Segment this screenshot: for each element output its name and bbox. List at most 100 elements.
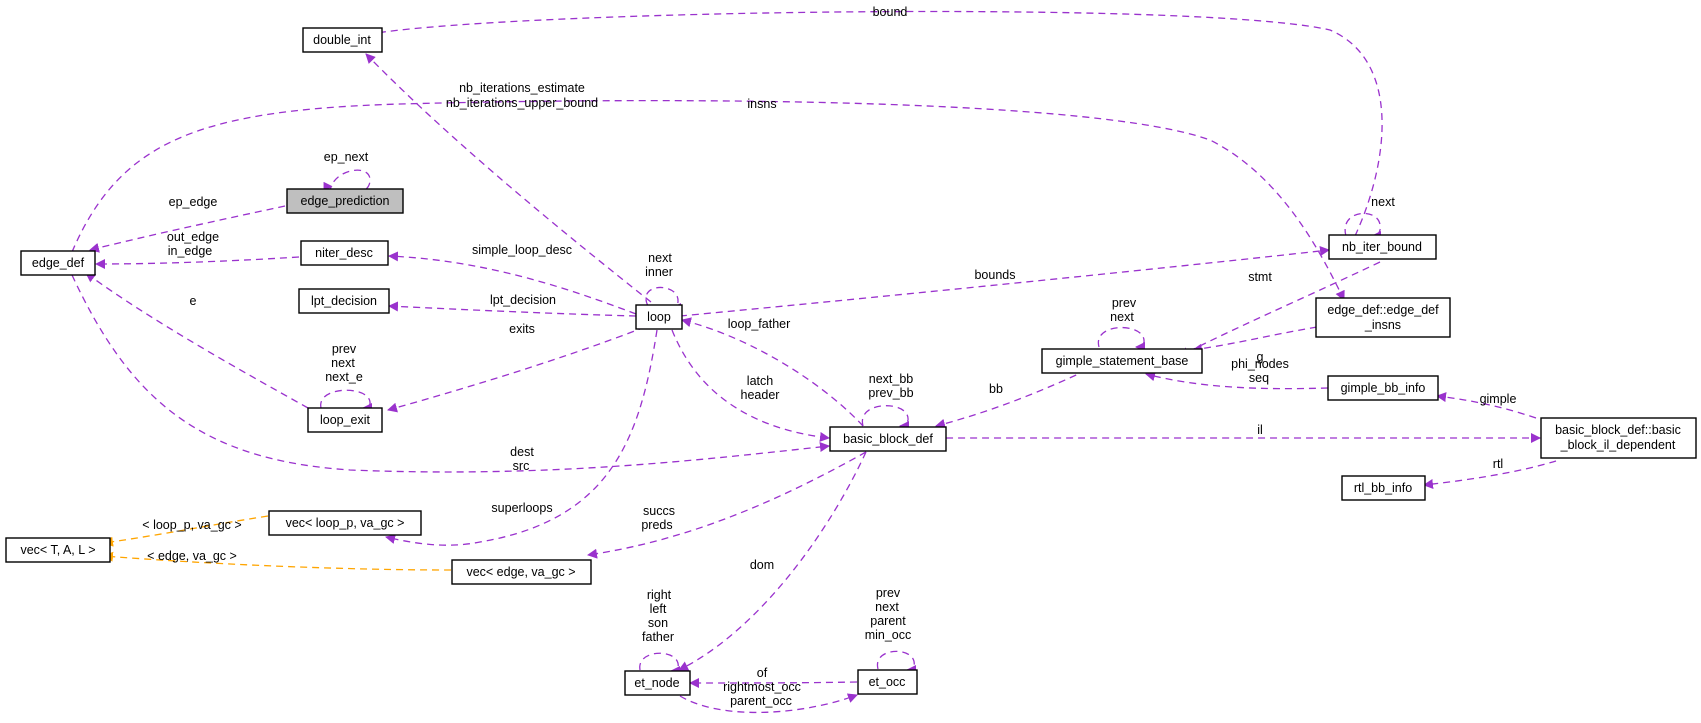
node-edge-def-insns[interactable]: edge_def::edge_def _insns (1315, 297, 1451, 338)
edge-bounds (679, 246, 1330, 317)
label-gsb-prev: prev (1112, 296, 1137, 310)
label-stmt: stmt (1248, 270, 1272, 284)
edge-dom (678, 451, 867, 671)
label-occ-prev: prev (876, 586, 901, 600)
node-vec-edge[interactable]: vec< edge, va_gc > (451, 559, 592, 585)
label-prev-bb: prev_bb (868, 386, 913, 400)
edge-loop-father (681, 317, 864, 427)
node-gimple-statement-base[interactable]: gimple_statement_base (1041, 348, 1203, 374)
edge-nb-iterations (365, 53, 652, 303)
edge-g (1192, 326, 1318, 354)
node-edge-def-insns-label-2: _insns (1364, 318, 1401, 332)
edge-stmt (1179, 261, 1381, 357)
edge-rtl (1423, 460, 1557, 489)
node-loop[interactable]: loop (635, 304, 683, 330)
node-edge-def-label: edge_def (32, 256, 85, 270)
label-e: e (190, 294, 197, 308)
label-bounds: bounds (974, 268, 1015, 282)
label-nb-iterations-upper-bound: nb_iterations_upper_bound (446, 96, 598, 110)
node-vec-loop-p-label: vec< loop_p, va_gc > (286, 516, 405, 530)
node-loop-exit[interactable]: loop_exit (307, 407, 383, 433)
label-dom: dom (750, 558, 774, 572)
label-loop-father: loop_father (728, 317, 791, 331)
node-rtl-bb-info-label: rtl_bb_info (1354, 481, 1412, 495)
edge-nb-iter-self (1344, 212, 1382, 241)
node-niter-desc-label: niter_desc (315, 246, 373, 260)
edge-out-in-edge (95, 256, 300, 269)
label-ep-edge: ep_edge (169, 195, 218, 209)
node-nb-iter-bound[interactable]: nb_iter_bound (1328, 234, 1437, 260)
label-header: header (741, 388, 780, 402)
edge-bb (935, 369, 1088, 429)
label-next-bb: next_bb (869, 372, 914, 386)
label-g: g (1257, 350, 1264, 364)
node-edge-def[interactable]: edge_def (20, 250, 96, 276)
node-bb-il-dependent[interactable]: basic_block_def::basic _block_il_depende… (1540, 417, 1697, 459)
node-vec-loop-p[interactable]: vec< loop_p, va_gc > (268, 510, 422, 536)
label-lpt-decision: lpt_decision (490, 293, 556, 307)
node-niter-desc[interactable]: niter_desc (300, 240, 389, 266)
edge-t-edge (103, 551, 452, 571)
edge-bound (363, 10, 1383, 237)
label-latch: latch (747, 374, 773, 388)
node-vec-t-a-l[interactable]: vec< T, A, L > (5, 537, 111, 563)
edge-bb-self (861, 405, 910, 431)
label-simple-loop-desc: simple_loop_desc (472, 243, 572, 257)
node-rtl-bb-info[interactable]: rtl_bb_info (1341, 475, 1426, 501)
edge-lpt-decision (388, 301, 637, 317)
node-et-node[interactable]: et_node (624, 670, 691, 696)
nodes: double_int edge_prediction edge_def nite… (5, 27, 1697, 696)
label-gimple: gimple (1480, 392, 1517, 406)
node-vec-edge-label: vec< edge, va_gc > (466, 565, 575, 579)
edge-phi-seq (1145, 371, 1329, 390)
edge-dest-src (71, 274, 830, 473)
label-succs: succs (643, 504, 675, 518)
label-bound-next: next (1371, 195, 1395, 209)
edge-succs-preds (587, 451, 867, 559)
label-occ-min-occ: min_occ (865, 628, 912, 642)
node-edge-prediction[interactable]: edge_prediction (286, 188, 404, 214)
label-ep-next: ep_next (324, 150, 369, 164)
label-il: il (1257, 423, 1263, 437)
edges (71, 10, 1557, 714)
label-in-edge: in_edge (168, 244, 213, 258)
label-gsb-next: next (1110, 310, 1134, 324)
edge-e (85, 272, 309, 409)
label-et-right: right (647, 588, 672, 602)
label-of: of (757, 666, 768, 680)
edge-gsb-self (1097, 326, 1146, 352)
edge-superloops (385, 329, 658, 546)
edge-occ-self (877, 650, 917, 675)
node-loop-label: loop (647, 310, 671, 324)
edge-t-loop-p (103, 515, 269, 547)
label-loop-next: next (648, 251, 672, 265)
label-bb: bb (989, 382, 1003, 396)
node-lpt-decision[interactable]: lpt_decision (298, 288, 390, 314)
edge-le-self (320, 389, 373, 413)
label-t-edge: < edge, va_gc > (147, 549, 237, 563)
node-vec-t-a-l-label: vec< T, A, L > (20, 543, 95, 557)
node-gimple-statement-base-label: gimple_statement_base (1056, 354, 1189, 368)
node-gimple-bb-info[interactable]: gimple_bb_info (1327, 375, 1439, 401)
label-parent-occ: parent_occ (730, 694, 792, 708)
node-nb-iter-bound-label: nb_iter_bound (1342, 240, 1422, 254)
node-et-occ[interactable]: et_occ (857, 669, 918, 695)
label-src: src (513, 459, 530, 473)
edge-gimple (1436, 392, 1537, 419)
label-dest: dest (510, 445, 534, 459)
node-double-int-label: double_int (313, 33, 371, 47)
label-le-next-e: next_e (325, 370, 363, 384)
label-seq: seq (1249, 371, 1269, 385)
label-occ-parent: parent (870, 614, 906, 628)
node-bb-il-dependent-label-1: basic_block_def::basic (1555, 423, 1681, 437)
label-et-son: son (648, 616, 668, 630)
label-et-left: left (650, 602, 667, 616)
edge-insns (71, 99, 1345, 301)
label-nb-iterations-estimate: nb_iterations_estimate (459, 81, 585, 95)
edge-labels: bound nb_iterations_estimate nb_iteratio… (142, 5, 1516, 708)
label-phi-nodes: phi_nodes (1231, 357, 1289, 371)
node-basic-block-def[interactable]: basic_block_def (829, 426, 947, 452)
label-t-loop-p: < loop_p, va_gc > (142, 518, 241, 532)
node-double-int[interactable]: double_int (302, 27, 383, 53)
